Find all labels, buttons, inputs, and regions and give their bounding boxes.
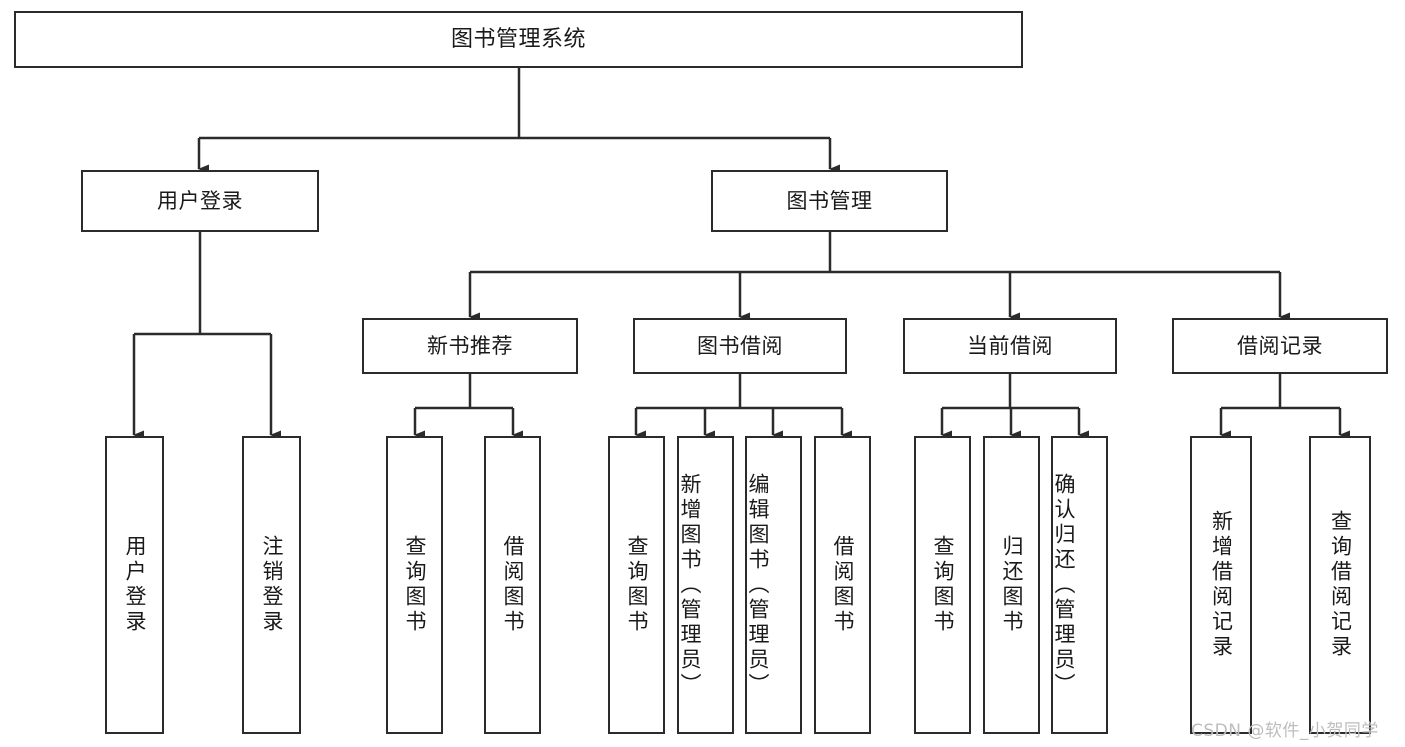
node-borrow-record[interactable]: 借阅记录 [1172, 318, 1388, 374]
node-leaf-logout[interactable]: 注销登录 [242, 436, 301, 734]
node-label: 借阅图书 [501, 535, 525, 635]
node-label: 借阅图书 [831, 535, 855, 635]
node-label: 查询图书 [625, 535, 649, 635]
node-label: 新书推荐 [427, 333, 513, 358]
node-label: 借阅记录 [1237, 333, 1323, 358]
node-label: 用户登录 [157, 188, 243, 213]
node-label: 图书借阅 [697, 333, 783, 358]
node-label: 注销登录 [260, 535, 284, 635]
node-label: 查询图书 [403, 535, 427, 635]
node-leaf-edit-book[interactable]: 编辑图书（管理员） [745, 436, 802, 734]
node-leaf-confirm-return[interactable]: 确认归还（管理员） [1051, 436, 1108, 734]
node-current-borrow[interactable]: 当前借阅 [903, 318, 1117, 374]
node-leaf-query-book-1[interactable]: 查询图书 [386, 436, 443, 734]
node-leaf-query-book-3[interactable]: 查询图书 [914, 436, 971, 734]
node-label: 新增借阅记录 [1209, 510, 1234, 660]
node-user-login[interactable]: 用户登录 [81, 170, 319, 232]
node-label: 新增图书（管理员） [678, 472, 702, 698]
node-label: 用户登录 [123, 535, 147, 635]
node-leaf-borrow-book-2[interactable]: 借阅图书 [814, 436, 871, 734]
node-label: 图书管理系统 [450, 26, 586, 52]
node-leaf-add-book[interactable]: 新增图书（管理员） [677, 436, 734, 734]
node-leaf-user-login[interactable]: 用户登录 [105, 436, 164, 734]
node-label: 图书管理 [786, 188, 873, 213]
node-new-book-recommend[interactable]: 新书推荐 [362, 318, 578, 374]
node-leaf-query-record[interactable]: 查询借阅记录 [1309, 436, 1371, 734]
node-leaf-query-book-2[interactable]: 查询图书 [608, 436, 665, 734]
node-label: 查询图书 [931, 535, 955, 635]
node-leaf-return-book[interactable]: 归还图书 [983, 436, 1040, 734]
node-label: 查询借阅记录 [1328, 510, 1353, 660]
node-book-borrow[interactable]: 图书借阅 [633, 318, 847, 374]
node-label: 编辑图书（管理员） [746, 472, 770, 698]
node-root[interactable]: 图书管理系统 [14, 11, 1023, 68]
node-leaf-add-record[interactable]: 新增借阅记录 [1190, 436, 1252, 734]
node-label: 归还图书 [1000, 535, 1024, 635]
node-book-manage[interactable]: 图书管理 [711, 170, 948, 232]
node-label: 当前借阅 [967, 333, 1053, 358]
node-leaf-borrow-book-1[interactable]: 借阅图书 [484, 436, 541, 734]
node-label: 确认归还（管理员） [1052, 472, 1076, 698]
